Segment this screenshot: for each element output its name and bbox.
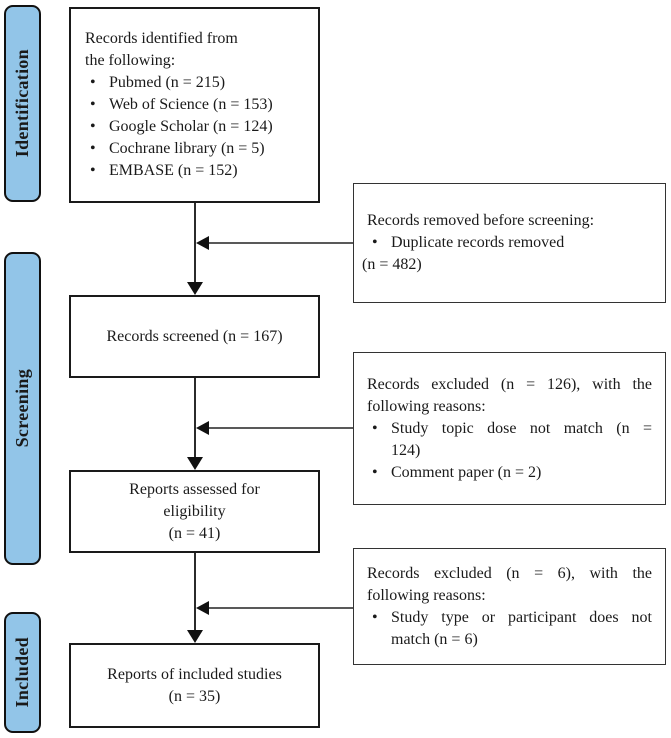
box-records-identified: Records identified from the following: •…	[69, 7, 320, 203]
bullet-glyph: •	[90, 118, 96, 135]
stage-label-screening: Screening	[4, 252, 41, 565]
bullet-text: Google Scholar (n = 124)	[109, 118, 273, 135]
bullet-item: • Comment paper (n = 2)	[367, 462, 652, 484]
box-records-excluded-screening: Records excluded (n = 126), with the fol…	[353, 352, 666, 505]
stage-label-text: Identification	[12, 49, 32, 158]
arrow-line-identified-to-screened	[194, 203, 196, 283]
heading-line: Records excluded (n = 126), with the	[367, 375, 652, 393]
bullet-continuation: match (n = 6)	[391, 630, 478, 648]
arrowhead-left-icon	[196, 421, 209, 435]
arrow-line-removed	[208, 242, 353, 244]
bullet-glyph: •	[372, 608, 378, 626]
arrow-line-excluded-screening	[208, 427, 353, 429]
box-reports-included: Reports of included studies (n = 35)	[69, 643, 320, 728]
box-records-excluded-eligibility: Records excluded (n = 6), with the follo…	[353, 548, 666, 665]
stage-label-text: Screening	[12, 369, 32, 448]
bullet-item: • Web of Science (n = 153)	[85, 94, 304, 116]
bullet-text: EMBASE (n = 152)	[109, 162, 238, 179]
arrowhead-down-icon	[187, 630, 203, 643]
bullet-item: • Google Scholar (n = 124)	[85, 116, 304, 138]
stage-label-identification: Identification	[4, 5, 41, 202]
heading-line: the following:	[85, 52, 176, 69]
bullet-glyph: •	[372, 234, 378, 251]
bullet-glyph: •	[90, 162, 96, 179]
box-text: eligibility	[163, 502, 226, 520]
bullet-text: Pubmed (n = 215)	[109, 74, 226, 91]
bullet-glyph: •	[372, 419, 378, 437]
bullet-glyph: •	[90, 140, 96, 157]
bullet-text: Web of Science (n = 153)	[109, 96, 273, 113]
box-records-removed: Records removed before screening: • Dupl…	[353, 183, 666, 303]
bullet-text: Cochrane library (n = 5)	[109, 140, 265, 157]
bullet-glyph: •	[90, 74, 96, 91]
bullet-item: • EMBASE (n = 152)	[85, 160, 304, 182]
count-line: (n = 482)	[362, 256, 422, 273]
heading-line: Records removed before screening:	[367, 212, 595, 229]
stage-label-text: Included	[12, 637, 32, 708]
arrowhead-down-icon	[187, 457, 203, 470]
box-text: (n = 35)	[168, 687, 221, 705]
bullet-text: Study type or participant does not	[391, 608, 652, 626]
arrowhead-left-icon	[196, 601, 209, 615]
bullet-continuation: 124)	[391, 441, 421, 459]
stage-label-included: Included	[4, 612, 41, 733]
arrow-line-excluded-eligibility	[208, 607, 353, 609]
bullet-text: Study topic dose not match (n =	[391, 419, 652, 437]
heading-line: Records identified from	[85, 30, 238, 47]
bullet-item: • Duplicate records removed	[367, 232, 652, 254]
box-reports-assessed: Reports assessed for eligibility (n = 41…	[69, 470, 320, 553]
arrow-line-assessed-to-included	[194, 553, 196, 631]
bullet-item: • Pubmed (n = 215)	[85, 72, 304, 94]
box-text: (n = 41)	[168, 524, 221, 542]
bullet-glyph: •	[372, 463, 378, 481]
arrow-line-screened-to-assessed	[194, 378, 196, 458]
bullet-glyph: •	[90, 96, 96, 113]
heading-line: Records excluded (n = 6), with the	[367, 564, 652, 582]
bullet-text: Comment paper (n = 2)	[391, 463, 542, 481]
heading-line: following reasons:	[367, 397, 486, 415]
arrowhead-left-icon	[196, 236, 209, 250]
box-text: Reports of included studies	[107, 665, 282, 683]
bullet-item: • Cochrane library (n = 5)	[85, 138, 304, 160]
heading-line: following reasons:	[367, 586, 486, 604]
box-records-screened: Records screened (n = 167)	[69, 295, 320, 378]
arrowhead-down-icon	[187, 282, 203, 295]
bullet-item: • Study topic dose not match (n =	[367, 418, 652, 440]
bullet-item: • Study type or participant does not	[367, 607, 652, 629]
box-text: Records screened (n = 167)	[106, 327, 283, 345]
bullet-text: Duplicate records removed	[391, 234, 565, 251]
box-text: Reports assessed for	[129, 480, 260, 498]
